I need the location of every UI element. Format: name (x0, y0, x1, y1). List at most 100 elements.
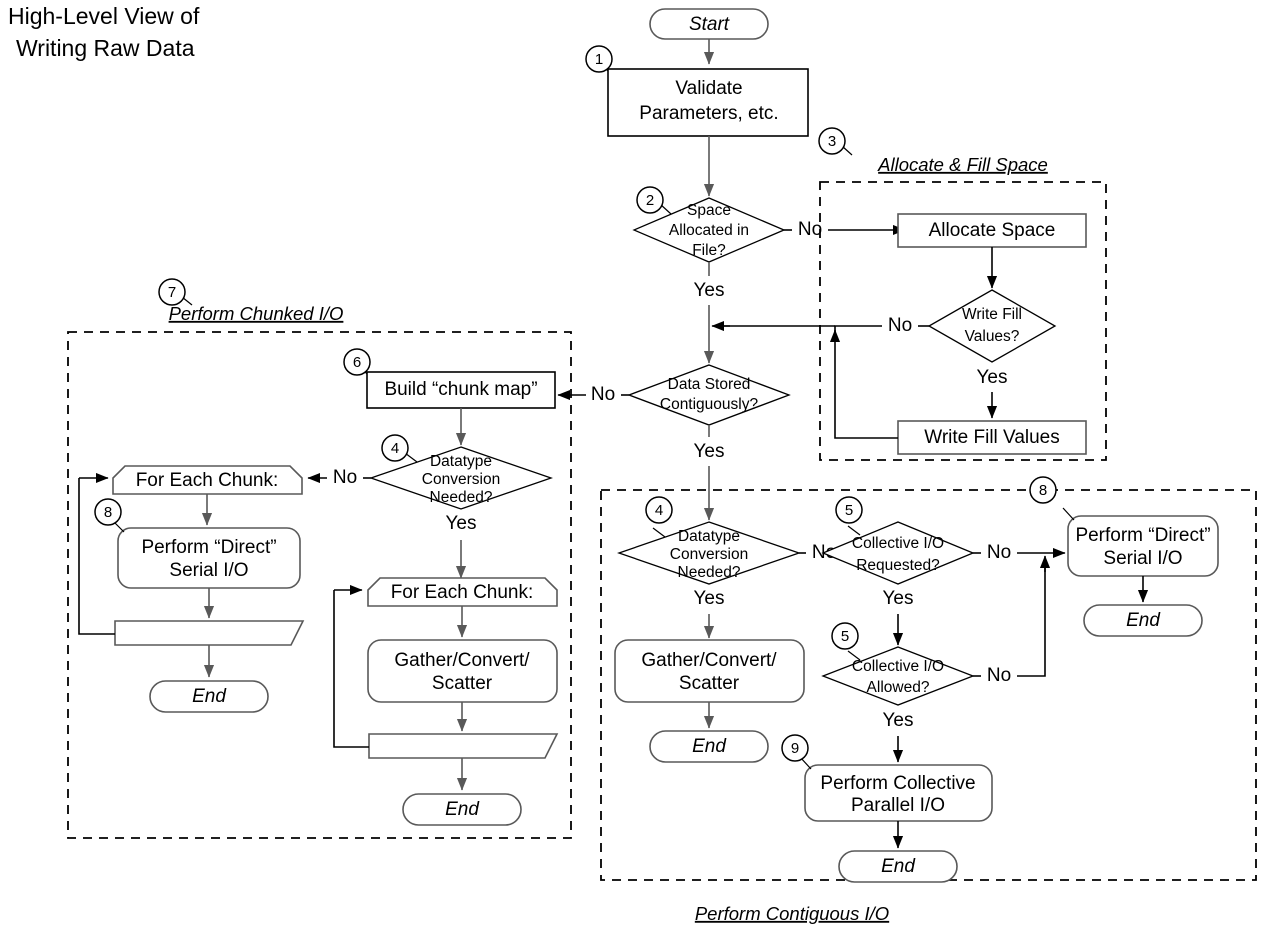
decision-write-fill-values-line2: Values? (965, 328, 1020, 345)
badge-5-requested (835, 496, 863, 524)
node-write-fill-values (897, 420, 1087, 455)
decision-datatype-chunked-line3: Needed? (430, 489, 493, 506)
badge-8-contiguous (1029, 476, 1057, 504)
decision-datatype-contig-line3: Needed? (678, 564, 741, 581)
node-for-each-chunk-direct (112, 465, 303, 495)
node-for-each-chunk-convert (367, 577, 558, 607)
terminator-end-direct-contiguous-label: End (1126, 610, 1161, 631)
edge-label-data-stored-no: No (591, 384, 615, 405)
decision-datatype-chunked-line1: Datatype (430, 453, 492, 470)
decision-datatype-conversion-chunked (369, 446, 553, 510)
decision-collective-allowed-line1: Collective I/O (852, 658, 944, 675)
edge-label-datatype-contig-yes: Yes (694, 588, 725, 609)
group-label-allocate-fill: Allocate & Fill Space (877, 154, 1048, 175)
decision-write-fill-values (927, 289, 1057, 363)
badge-5-allowed (831, 622, 859, 650)
node-perform-direct-serial-chunked-line2: Serial I/O (169, 560, 248, 581)
node-gather-convert-scatter-chunked-line2: Scatter (432, 673, 493, 694)
node-validate-parameters-line2: Parameters, etc. (639, 103, 778, 124)
page-title-line1: High-Level View of (8, 3, 200, 29)
badge-7 (158, 278, 186, 306)
edge-label-space-allocated-no: No (798, 219, 822, 240)
node-gather-convert-scatter-contig-line1: Gather/Convert/ (641, 650, 777, 671)
node-gather-convert-scatter-chunked-line1: Gather/Convert/ (394, 650, 530, 671)
edge-label-space-allocated-yes: Yes (694, 280, 725, 301)
badge-4-chunked-label: 4 (391, 440, 399, 457)
badge-9-label: 9 (791, 740, 799, 757)
badge-9 (781, 734, 809, 762)
terminator-end-direct-contiguous (1083, 604, 1203, 637)
badge-4-contiguous (645, 496, 673, 524)
badge-5-allowed-label: 5 (841, 628, 849, 645)
badge-3-label: 3 (828, 133, 836, 150)
badge-1 (585, 45, 613, 73)
node-perform-collective-line2: Parallel I/O (851, 795, 945, 816)
badge-8-chunked-label: 8 (104, 504, 112, 521)
decision-space-allocated-line2: Allocated in (669, 222, 749, 239)
edge-write-fill-no-path (834, 325, 882, 334)
node-validate-parameters (607, 68, 809, 137)
terminator-end-chunked-direct (149, 680, 269, 713)
edge-label-write-fill-no: No (888, 315, 912, 336)
decision-datatype-conversion-contiguous (617, 521, 801, 585)
decision-write-fill-values-line1: Write Fill (962, 306, 1022, 323)
edge-label-write-fill-yes: Yes (977, 367, 1008, 388)
decision-datatype-contig-line1: Datatype (678, 528, 740, 545)
decision-collective-io-requested (821, 521, 975, 585)
decision-collective-io-allowed (821, 646, 975, 706)
decision-data-stored-line1: Data Stored (668, 376, 751, 393)
decision-data-stored-contiguously (627, 364, 791, 426)
node-allocate-space-label: Allocate Space (929, 220, 1056, 241)
terminator-end-chunked-convert (402, 793, 522, 826)
badge-4-chunked (381, 434, 409, 462)
node-gather-convert-scatter-contig-line2: Scatter (679, 673, 740, 694)
badge-8-chunked (94, 498, 122, 526)
edge-label-collective-requested-yes: Yes (883, 588, 914, 609)
decision-space-allocated-line3: File? (692, 242, 726, 259)
node-write-fill-values-label: Write Fill Values (924, 427, 1060, 448)
node-perform-collective-line1: Perform Collective (820, 773, 975, 794)
badge-8-contiguous-label: 8 (1039, 482, 1047, 499)
edge-collective-allowed-no-path (1017, 565, 1046, 677)
node-build-chunk-map-label: Build “chunk map” (384, 379, 537, 400)
badge-6-label: 6 (353, 354, 361, 371)
terminator-start-label: Start (689, 14, 730, 35)
node-for-each-chunk-direct-label: For Each Chunk: (136, 470, 279, 491)
group-box-contiguous-io (600, 489, 1257, 881)
decision-space-allocated-line1: Space (687, 202, 731, 219)
node-validate-parameters-line1: Validate (675, 78, 742, 99)
badge-5-requested-label: 5 (845, 502, 853, 519)
edge-label-collective-requested-no: No (987, 542, 1011, 563)
node-build-chunk-map (366, 371, 556, 409)
terminator-end-contiguous-gather-label: End (692, 736, 727, 757)
edge-loop-back-convert (333, 590, 369, 748)
node-for-each-chunk-convert-label: For Each Chunk: (391, 582, 534, 603)
terminator-end-chunked-direct-label: End (192, 686, 227, 707)
group-box-chunked-io (67, 331, 572, 839)
badge-7-label: 7 (168, 284, 176, 301)
edge-label-datatype-chunked-no: No (333, 467, 357, 488)
group-label-contiguous-io: Perform Contiguous I/O (695, 903, 889, 924)
badge-4-contiguous-label: 4 (655, 502, 663, 519)
edge-write-fill-values-loopback (834, 334, 898, 439)
node-perform-direct-serial-contig-line2: Serial I/O (1103, 548, 1182, 569)
decision-data-stored-line2: Contiguously? (660, 396, 759, 413)
badge-2-label: 2 (646, 192, 654, 209)
decision-datatype-chunked-line2: Conversion (422, 471, 500, 488)
node-loop-end-convert (368, 733, 559, 759)
edge-loop-back-direct (78, 478, 115, 635)
edge-label-data-stored-yes: Yes (694, 441, 725, 462)
terminator-end-contiguous-gather (649, 730, 769, 763)
terminator-end-chunked-convert-label: End (445, 799, 480, 820)
edge-label-collective-allowed-no: No (987, 665, 1011, 686)
badge-3 (818, 127, 846, 155)
page-title-line2: Writing Raw Data (16, 35, 195, 61)
node-perform-direct-serial-contig-line1: Perform “Direct” (1075, 525, 1210, 546)
decision-collective-allowed-line2: Allowed? (867, 679, 930, 696)
node-loop-end-direct (114, 620, 305, 646)
group-label-chunked-io: Perform Chunked I/O (169, 303, 344, 324)
edge-label-datatype-chunked-yes: Yes (446, 513, 477, 534)
node-perform-direct-serial-chunked-line1: Perform “Direct” (141, 537, 276, 558)
